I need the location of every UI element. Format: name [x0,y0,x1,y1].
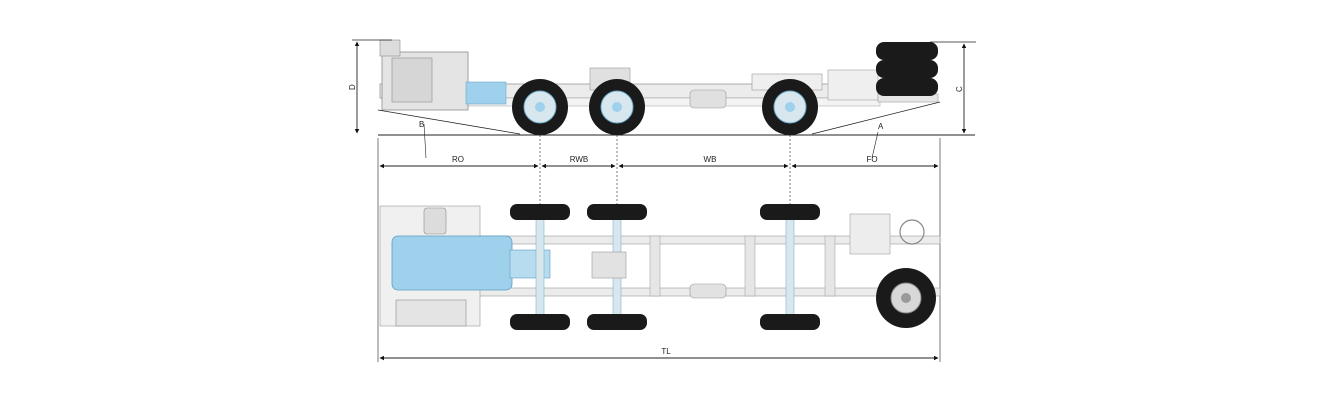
rear-overhang-label: RO [452,155,464,164]
side-spare-tires [876,42,938,96]
spare-tire-2 [876,60,938,78]
departure-angle-label: B [419,120,424,129]
approach-angle-line [811,101,941,135]
rear-height-label: D [348,84,357,90]
front-overhang-label: FO [866,155,877,164]
approach-angle-pointer [871,131,879,159]
spare-tire-3 [876,78,938,96]
top-engine-lower-box [395,299,467,327]
side-wheel-rear-1 [512,79,568,135]
side-view: B A D C [348,39,976,159]
top-front-steering [849,213,891,255]
rear-wheelbase-label: RWB [570,155,589,164]
side-wheel-front [762,79,818,135]
approach-angle-label: A [878,122,884,131]
spare-tire-1 [876,42,938,60]
top-axle-front [785,213,795,321]
top-air-filter [423,207,447,235]
top-engine-block [391,235,513,291]
top-axle-rear-1 [535,213,545,321]
length-dimensions: RO RWB WB FO [377,135,941,362]
side-radiator [391,57,433,103]
top-wheel-rear1-lower [510,314,570,330]
total-length-label: TL [661,347,671,356]
top-cross-member-1 [649,235,661,297]
top-wheel-rear1-upper [510,204,570,220]
side-tank [689,89,727,109]
front-height-label: C [955,86,964,92]
top-view: TL [379,204,941,361]
top-cross-member-3 [824,235,836,297]
top-wheel-rear2-lower [587,314,647,330]
top-tank [689,283,727,299]
top-cross-member-2 [744,235,756,297]
side-engine-cooling [465,81,507,105]
wheelbase-label: WB [704,155,717,164]
side-front-structure [827,69,879,101]
top-wheel-front-lower [760,314,820,330]
top-differential [591,251,627,279]
side-wheel-rear-2 [589,79,645,135]
departure-angle-pointer [423,123,427,159]
top-wheel-front-upper [760,204,820,220]
departure-angle-line [377,109,521,135]
top-steering-wheel [899,219,925,245]
side-engine-top [379,39,401,57]
top-wheel-rear2-upper [587,204,647,220]
top-spare-tire [876,268,936,328]
